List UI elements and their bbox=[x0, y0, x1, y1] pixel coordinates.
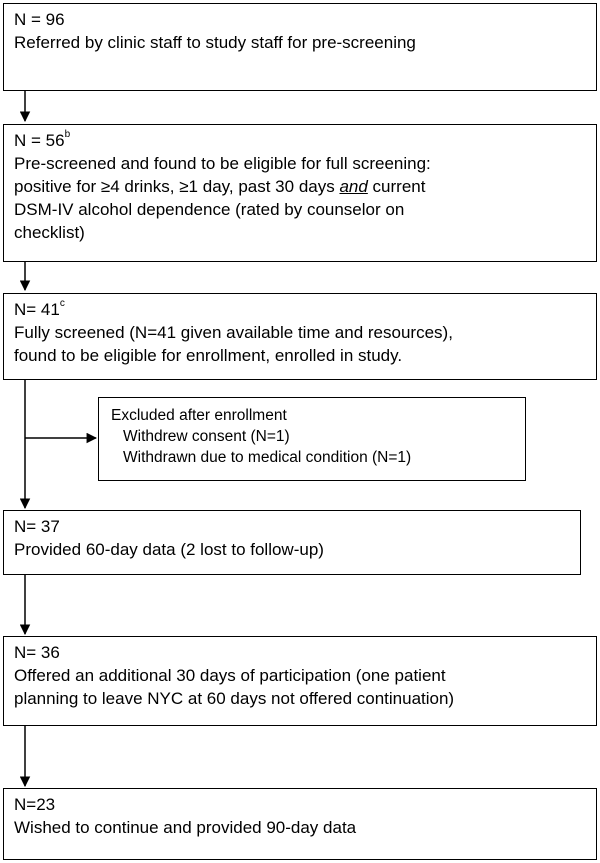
box-offered-count: N= 36 bbox=[14, 643, 60, 662]
box-90day: N=23 Wished to continue and provided 90-… bbox=[3, 788, 597, 860]
box-referred-count: N = 96 bbox=[14, 10, 65, 29]
box-prescreened-line-3: DSM-IV alcohol dependence (rated by coun… bbox=[14, 200, 405, 219]
box-enrolled-line-1: Fully screened (N=41 given available tim… bbox=[14, 323, 453, 342]
box-prescreened-and: and bbox=[339, 177, 368, 196]
box-prescreened-count: N = 56 bbox=[14, 131, 65, 150]
box-prescreened: N = 56b Pre-screened and found to be eli… bbox=[3, 124, 597, 262]
box-enrolled-count: N= 41 bbox=[14, 300, 60, 319]
box-prescreened-line-2a: positive for ≥4 drinks, ≥1 day, past 30 … bbox=[14, 177, 340, 196]
box-offered-line-1: Offered an additional 30 days of partici… bbox=[14, 666, 446, 685]
box-90day-count: N=23 bbox=[14, 795, 56, 814]
box-excluded-title: Excluded after enrollment bbox=[111, 407, 287, 424]
box-offered: N= 36 Offered an additional 30 days of p… bbox=[3, 636, 597, 726]
box-60day-count: N= 37 bbox=[14, 517, 60, 536]
box-prescreened-line-4: checklist) bbox=[14, 223, 85, 242]
box-excluded-consent: Withdrew consent (N=1) bbox=[123, 428, 290, 445]
box-prescreened-line-1: Pre-screened and found to be eligible fo… bbox=[14, 154, 431, 173]
box-offered-line-2: planning to leave NYC at 60 days not off… bbox=[14, 689, 455, 708]
box-referred: N = 96 Referred by clinic staff to study… bbox=[3, 3, 597, 91]
box-60day: N= 37 Provided 60-day data (2 lost to fo… bbox=[3, 510, 581, 575]
box-prescreened-line-2b: current bbox=[367, 177, 426, 196]
box-enrolled-line-2: found to be eligible for enrollment, enr… bbox=[14, 346, 403, 365]
box-referred-text: Referred by clinic staff to study staff … bbox=[14, 33, 416, 52]
footnote-b: b bbox=[64, 129, 71, 141]
footnote-c: c bbox=[59, 298, 65, 310]
box-60day-text: Provided 60-day data (2 lost to follow-u… bbox=[14, 540, 324, 559]
box-enrolled: N= 41c Fully screened (N=41 given availa… bbox=[3, 293, 597, 380]
box-excluded-medical: Withdrawn due to medical condition (N=1) bbox=[123, 449, 412, 466]
box-90day-text: Wished to continue and provided 90-day d… bbox=[14, 818, 357, 837]
box-excluded: Excluded after enrollment Withdrew conse… bbox=[98, 397, 526, 481]
